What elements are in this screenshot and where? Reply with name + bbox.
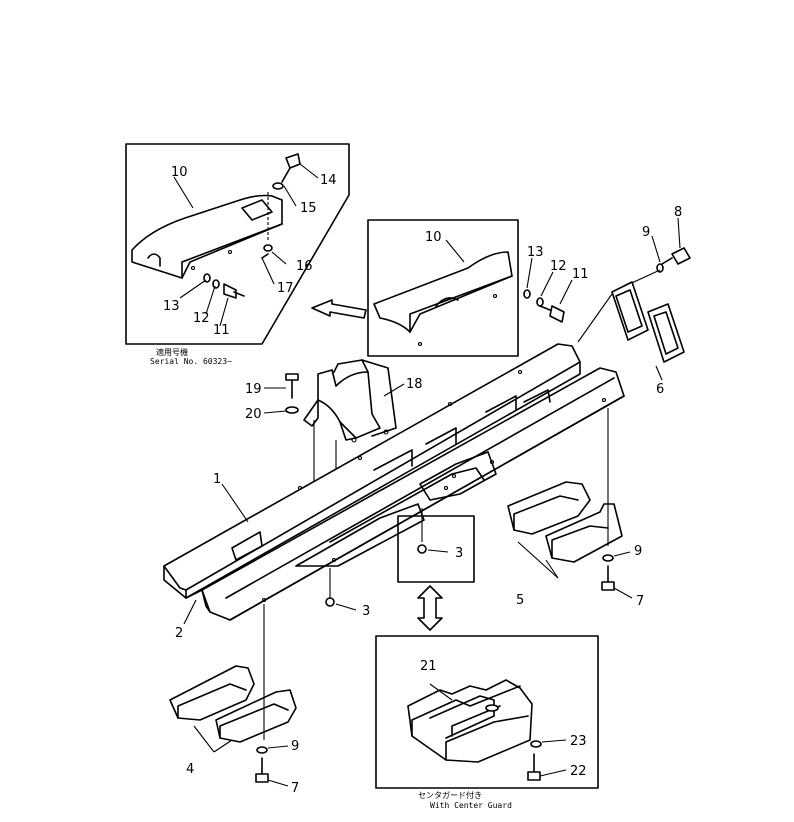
right-plates — [577, 217, 691, 381]
callout-7-lower: 7 — [291, 781, 299, 796]
callout-4: 4 — [186, 762, 194, 777]
inset-cover-detail — [311, 219, 573, 357]
callout-9-right: 9 — [634, 544, 642, 559]
callout-3-lower: 3 — [362, 604, 370, 619]
callout-13-inset2: 13 — [527, 245, 544, 260]
callout-22: 22 — [570, 764, 587, 779]
callout-8: 8 — [674, 205, 682, 220]
callout-10-inset1: 10 — [171, 165, 188, 180]
callout-20: 20 — [245, 407, 262, 422]
callout-14: 14 — [320, 173, 337, 188]
callout-18: 18 — [406, 377, 423, 392]
main-track-frame — [163, 343, 625, 621]
callout-1: 1 — [213, 472, 221, 487]
callout-7-right: 7 — [636, 594, 644, 609]
inset-serial-detail — [125, 143, 350, 345]
callout-21: 21 — [420, 659, 437, 674]
guard-pair-5 — [507, 481, 623, 579]
callout-9-lower: 9 — [291, 739, 299, 754]
callout-6: 6 — [656, 382, 664, 397]
callout-2: 2 — [175, 626, 183, 641]
callout-11-inset2: 11 — [572, 267, 589, 282]
callout-19: 19 — [245, 382, 262, 397]
callout-9-top: 9 — [642, 225, 650, 240]
callout-11-inset1: 11 — [213, 323, 230, 338]
callout-15: 15 — [300, 201, 317, 216]
callout-5: 5 — [516, 593, 524, 608]
callout-10-inset2: 10 — [425, 230, 442, 245]
inset-center-guard — [375, 635, 599, 789]
callout-12-inset1: 12 — [193, 311, 210, 326]
center-nut-group — [397, 508, 475, 583]
callout-17: 17 — [277, 281, 294, 296]
callout-16: 16 — [296, 259, 313, 274]
callout-12-inset2: 12 — [550, 259, 567, 274]
double-arrow-icon — [417, 585, 443, 631]
callout-13-inset1: 13 — [163, 299, 180, 314]
center-guard-caption-jp: センタガード付き — [418, 790, 482, 800]
guard-pair-4 — [169, 665, 297, 753]
center-guard-caption-en: With Center Guard — [430, 801, 512, 810]
callout-23: 23 — [570, 734, 587, 749]
callout-3-center: 3 — [455, 546, 463, 561]
serial-caption-en: Serial No. 60323~ — [150, 357, 232, 366]
bracket-assembly — [263, 359, 405, 486]
serial-caption-jp: 適用号機 — [156, 347, 188, 357]
